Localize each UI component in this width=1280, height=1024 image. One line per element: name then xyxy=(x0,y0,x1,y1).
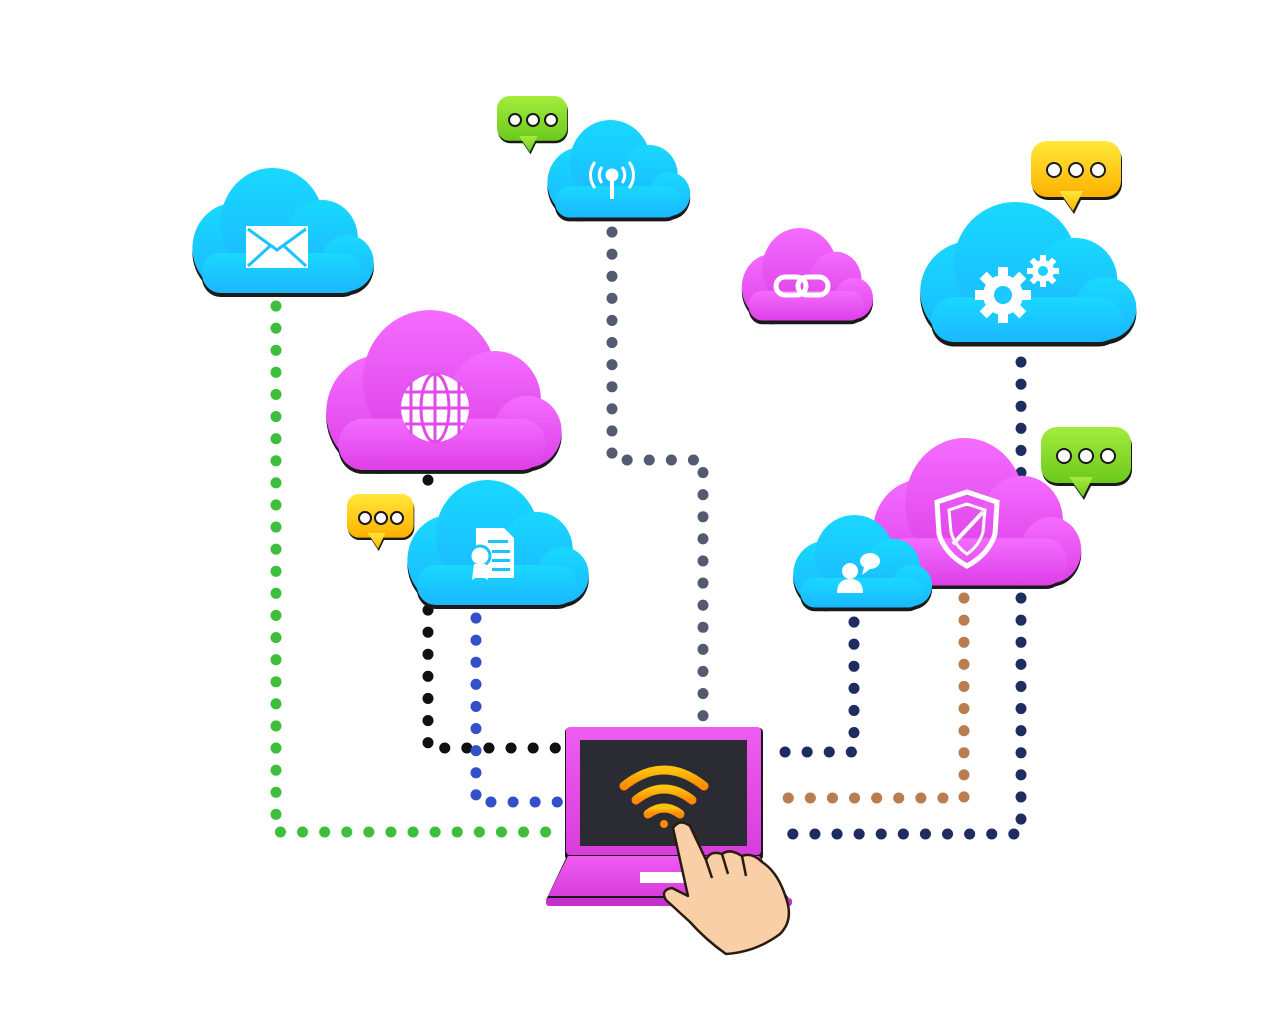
ellipsis-icon xyxy=(358,511,404,525)
connector-security-brown xyxy=(770,592,970,804)
connector-document xyxy=(470,612,566,808)
link-icon xyxy=(773,274,831,298)
ellipsis-icon xyxy=(508,113,558,127)
gears-icon xyxy=(975,255,1059,323)
ellipsis-icon xyxy=(1046,162,1106,178)
connection-lines xyxy=(270,226,1027,840)
connector-chat xyxy=(764,616,860,758)
shield-icon xyxy=(934,489,1000,569)
connector-antenna xyxy=(606,226,709,726)
user-chat-icon xyxy=(837,553,880,593)
certificate-document-icon xyxy=(468,528,514,580)
connector-settings xyxy=(780,356,1027,840)
connector-web xyxy=(422,474,566,754)
globe-icon xyxy=(401,372,469,444)
hand-pointer-icon xyxy=(662,821,791,956)
envelope-icon xyxy=(246,226,308,268)
wifi-icon xyxy=(619,765,709,828)
ellipsis-icon xyxy=(1056,448,1116,464)
connector-mail xyxy=(270,300,554,838)
cloud-antenna xyxy=(547,120,691,222)
antenna-icon xyxy=(588,161,636,199)
cloud-settings xyxy=(920,202,1137,347)
